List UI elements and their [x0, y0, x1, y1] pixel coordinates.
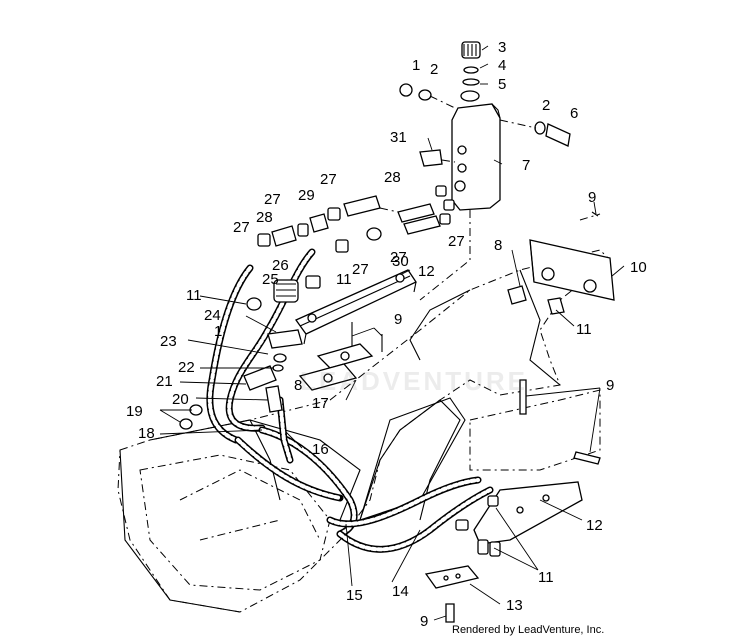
callout-2: 2 — [542, 97, 550, 114]
callout-9: 9 — [420, 613, 428, 630]
callout-13: 13 — [506, 597, 523, 614]
callout-12: 12 — [586, 517, 603, 534]
callout-4: 4 — [498, 57, 506, 74]
callout-16: 16 — [312, 441, 329, 458]
bracket-31 — [419, 149, 456, 167]
mounting-plates — [298, 322, 383, 391]
callout-11: 11 — [336, 271, 352, 288]
callout-8: 8 — [294, 377, 302, 394]
credit-text: Rendered by LeadVenture, Inc. — [452, 624, 605, 636]
callout-9: 9 — [606, 377, 614, 394]
coolant-hoses — [206, 248, 494, 553]
leader-lines — [159, 45, 625, 621]
watermark: LEADVENTURE — [300, 366, 529, 396]
callout-1: 1 — [214, 323, 222, 340]
callout-7: 7 — [522, 157, 530, 174]
coolant-reservoir — [419, 41, 501, 301]
callout-3: 3 — [498, 39, 506, 56]
callout-11: 11 — [186, 287, 202, 304]
callout-8: 8 — [494, 237, 502, 254]
callout-27: 27 — [320, 171, 337, 188]
callout-2: 2 — [430, 61, 438, 78]
pipe-fittings — [243, 275, 321, 413]
callout-27: 27 — [448, 233, 465, 250]
callout-20: 20 — [172, 391, 189, 408]
callout-1: 1 — [412, 57, 420, 74]
callout-5: 5 — [498, 76, 506, 93]
heat-exchanger — [295, 269, 417, 345]
callout-18: 18 — [138, 425, 155, 442]
callout-27: 27 — [264, 191, 281, 208]
callout-28: 28 — [256, 209, 273, 226]
bolts — [179, 211, 601, 623]
callout-31: 31 — [390, 129, 407, 146]
callout-11: 11 — [576, 321, 592, 338]
callout-6: 6 — [570, 105, 578, 122]
callout-19: 19 — [126, 403, 143, 420]
callout-23: 23 — [160, 333, 177, 350]
callout-9: 9 — [588, 189, 596, 206]
callout-24: 24 — [204, 307, 221, 324]
callout-14: 14 — [392, 583, 409, 600]
callout-12: 12 — [418, 263, 435, 280]
callout-30: 30 — [392, 253, 409, 270]
callout-9: 9 — [394, 311, 402, 328]
callout-17: 17 — [312, 395, 329, 412]
callout-28: 28 — [384, 169, 401, 186]
callout-21: 21 — [156, 373, 173, 390]
callout-26: 26 — [272, 257, 289, 274]
callout-27: 27 — [352, 261, 369, 278]
callout-27: 27 — [390, 249, 407, 266]
callout-15: 15 — [346, 587, 363, 604]
callout-10: 10 — [630, 259, 647, 276]
callout-22: 22 — [178, 359, 195, 376]
callout-labels: 1 2 3 4 5 2 6 31 7 27 28 29 27 27 28 27 … — [126, 39, 647, 630]
bracket-10 — [507, 213, 615, 315]
callout-27: 27 — [233, 219, 250, 236]
callout-29: 29 — [298, 187, 315, 204]
callout-11: 11 — [538, 569, 554, 586]
hose-fittings — [257, 185, 455, 253]
callout-25: 25 — [262, 271, 279, 288]
reservoir-bolts — [399, 83, 571, 147]
bracket-12-lower — [424, 481, 583, 589]
